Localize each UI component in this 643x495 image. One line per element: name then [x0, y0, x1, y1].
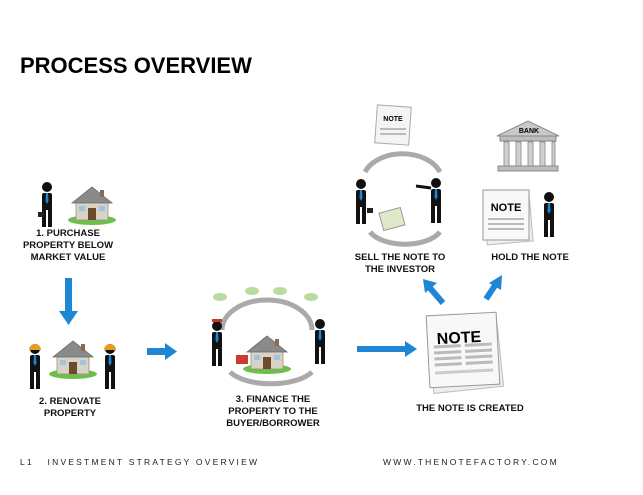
footer-section-label: L1 INVESTMENT STRATEGY OVERVIEW [20, 457, 260, 467]
house-icon [67, 186, 117, 226]
step-purchase-caption: 1. PURCHASE PROPERTY BELOW MARKET VALUE [12, 228, 124, 264]
cycle-arrow [362, 151, 443, 174]
seller-figure [212, 321, 222, 366]
caption-line: SELL THE NOTE TO [354, 252, 446, 263]
finance-illustration [212, 287, 325, 387]
page-title: PROCESS OVERVIEW [20, 53, 252, 78]
hat-icon [212, 319, 222, 322]
step-sell-caption: SELL THE NOTE TO THE INVESTOR [345, 252, 455, 276]
arrow-up-left [423, 279, 446, 305]
caption-line: BUYER/BORROWER [226, 418, 320, 429]
note-hold-label: NOTE [491, 202, 522, 214]
holder-figure [544, 192, 554, 237]
arrow-up-right [483, 275, 502, 301]
cycle-arrow [228, 370, 314, 387]
hold-illustration [482, 120, 560, 246]
caption-line: HOLD THE NOTE [491, 252, 569, 263]
house-icon [242, 335, 292, 375]
worker-figure [30, 344, 40, 389]
caption-line: PROPERTY TO THE [228, 406, 318, 417]
caption-line: PROPERTY [43, 408, 97, 419]
caption-line: THE INVESTOR [364, 264, 436, 275]
briefcase-icon [38, 212, 44, 217]
note-paper-icon [482, 189, 530, 241]
note-paper-icon [425, 311, 501, 389]
note-small-label: NOTE [383, 116, 403, 123]
caption-line: THE NOTE IS CREATED [416, 403, 524, 414]
bank-label: BANK [519, 128, 539, 135]
step-hold-caption: HOLD THE NOTE [480, 252, 580, 264]
caption-line: PROPERTY BELOW [22, 240, 114, 251]
note-created-illustration [425, 311, 505, 395]
caption-line: 2. RENOVATE [39, 396, 101, 407]
note-paper-icon [378, 206, 406, 232]
step-renovate-caption: 2. RENOVATE PROPERTY [20, 396, 120, 420]
investor-figure [431, 178, 441, 223]
cash-icon [245, 287, 259, 295]
caption-line: MARKET VALUE [30, 252, 106, 263]
cycle-arrow [219, 297, 315, 331]
purchase-illustration [38, 182, 117, 227]
cash-icon [213, 293, 227, 301]
investor-figure [42, 182, 52, 227]
briefcase-icon [367, 208, 373, 213]
renovate-illustration [29, 340, 116, 389]
sold-sign-icon [236, 355, 248, 364]
step-finance-caption: 3. FINANCE THE PROPERTY TO THE BUYER/BOR… [213, 394, 333, 430]
cash-icon [273, 287, 287, 295]
worker-figure [105, 344, 115, 389]
arrow-right [147, 343, 177, 360]
sell-illustration [356, 104, 443, 247]
hard-hat-icon [104, 344, 116, 350]
cycle-arrow [368, 230, 442, 247]
seller-figure [356, 179, 366, 224]
caption-line: 1. PURCHASE [36, 228, 100, 239]
cash-icon [304, 293, 318, 301]
note-big-label: NOTE [436, 329, 482, 348]
step-created-caption: THE NOTE IS CREATED [410, 403, 530, 415]
footer-website: WWW.THENOTEFACTORY.COM [383, 457, 559, 467]
arrow-right [357, 341, 417, 357]
house-icon [48, 340, 98, 380]
caption-line: 3. FINANCE THE [235, 394, 311, 405]
note-paper-icon [374, 104, 412, 146]
arrow-down [59, 278, 78, 325]
buyer-figure [315, 319, 325, 364]
hard-hat-icon [29, 344, 41, 350]
